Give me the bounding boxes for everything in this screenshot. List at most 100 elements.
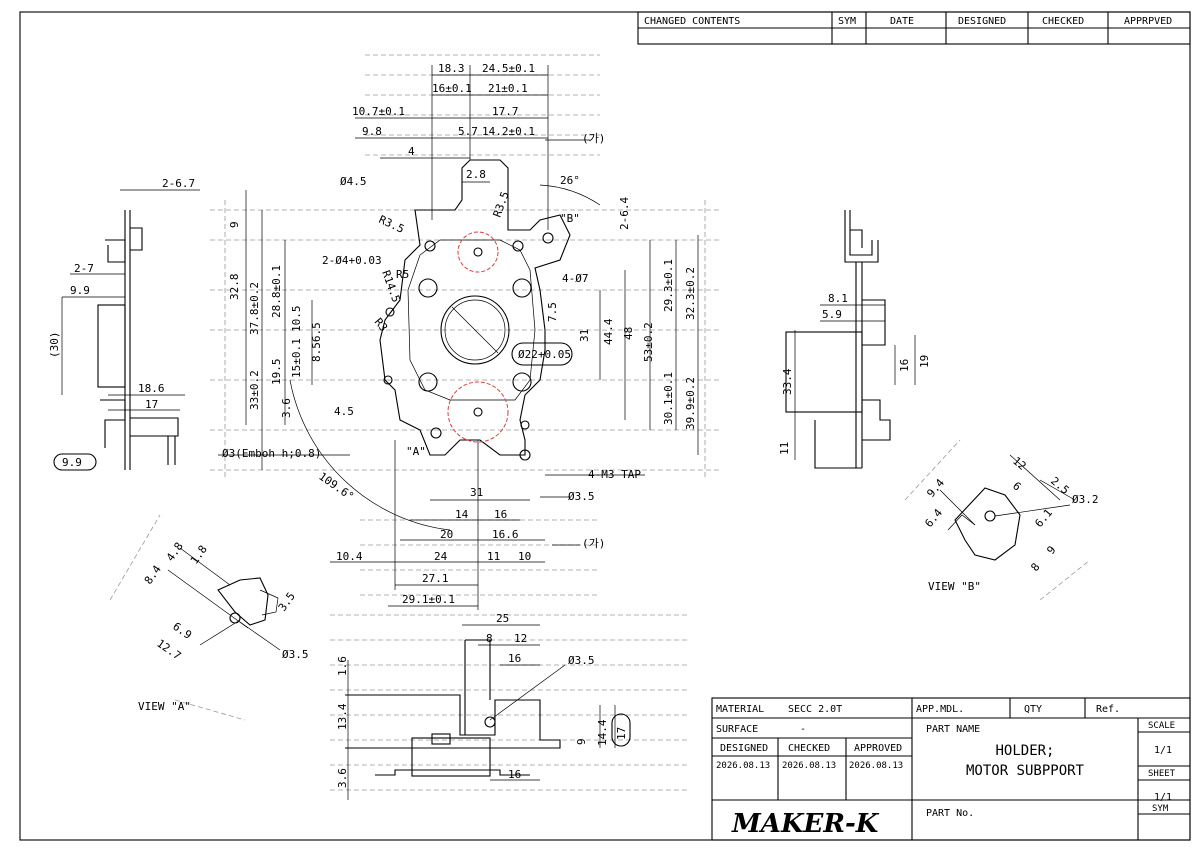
dim-bv-7: 3.6 [336, 768, 349, 788]
dim-ls-5: 17 [145, 398, 158, 411]
ref-label: Ref. [1096, 704, 1120, 715]
right-side-view: 8.1 5.9 33.4 16 19 11 [778, 210, 931, 469]
dim-bot-10: 27.1 [422, 572, 449, 585]
rev-header-date: DATE [890, 16, 914, 27]
dim-rs-2: 33.4 [781, 368, 794, 395]
material-label: MATERIAL [716, 704, 764, 715]
dim-va-2: 8.4 [142, 563, 164, 587]
view-b-label: VIEW "B" [928, 580, 981, 593]
surface-value: - [800, 724, 806, 735]
dim-hole-10: "A" [406, 445, 426, 458]
dim-bot-7: 24 [434, 550, 448, 563]
material-value: SECC 2.0T [788, 704, 842, 715]
designed-label: DESIGNED [720, 743, 768, 754]
main-dimension-lines [218, 65, 699, 610]
rev-header-checked: CHECKED [1042, 16, 1084, 27]
dim-bv-5: 1.6 [336, 656, 349, 676]
rev-header-designed: DESIGNED [958, 16, 1006, 27]
dim-vb-8: 8 [1028, 560, 1042, 573]
checked-date: 2026.08.13 [782, 761, 836, 771]
dim-hole-2: 2-Ø4+0.03 [322, 254, 382, 267]
dim-bv-6: 13.4 [336, 703, 349, 730]
dim-top-5: 17.7 [492, 105, 519, 118]
dim-bot-1: 14 [455, 508, 469, 521]
dim-hole-5: 4-Ø7 [562, 272, 589, 285]
dim-top-14: "B" [560, 212, 580, 225]
dim-bot-5: (가) [582, 537, 605, 550]
dim-hole-7: 7.5 [546, 302, 559, 322]
dim-ls-2: 9.9 [70, 284, 90, 297]
dim-top-9: 4 [408, 145, 415, 158]
dim-lv-6: 15±0.1 [290, 338, 303, 378]
dim-hole-6: Ø22+0.05 [518, 348, 571, 361]
part-name-label: PART NAME [926, 724, 980, 735]
dim-lv-2: 37.8±0.2 [248, 282, 261, 335]
dim-bv-0: 25 [496, 612, 509, 625]
dim-lv-7: 19.5 [270, 359, 283, 386]
scale-value: 1/1 [1154, 745, 1172, 756]
dim-ls-1: 2-7 [74, 262, 94, 275]
extension-lines [109, 54, 1091, 791]
dim-lv-5: 8.56.5 [310, 322, 323, 362]
dim-va-6: Ø3.5 [282, 648, 309, 661]
dim-hole-1: R3.5 [377, 213, 407, 236]
dim-top-13: R3.5 [491, 190, 512, 219]
dim-vb-4: 9.4 [924, 476, 947, 500]
dim-ls-3: (30) [48, 332, 61, 359]
qty-label: QTY [1024, 704, 1042, 715]
dim-rv-2: 48 [622, 327, 635, 340]
dim-ls-4: 18.6 [138, 382, 165, 395]
dim-bv-10: 17 [615, 727, 628, 740]
dim-top-8: 14.2±0.1 [482, 125, 535, 138]
dim-bot-8: 11 [487, 550, 500, 563]
dim-rv-5: 32.3±0.2 [684, 267, 697, 320]
dim-rs-5: 11 [778, 442, 791, 455]
view-b-detail: 12 2.5 6 Ø3.2 9.4 6.4 6.1 9 8 VIEW "B" [922, 454, 1098, 593]
dim-rv-4: 29.3±0.1 [662, 259, 675, 312]
dim-va-4: 6.9 [170, 620, 194, 642]
bottom-view: 25 8 12 16 Ø3.5 1.6 13.4 3.6 9 14.4 17 1… [336, 612, 631, 800]
dim-top-6: 9.8 [362, 125, 382, 138]
dim-ls-0: 2-6.7 [162, 177, 195, 190]
dim-top-11: (가) [582, 132, 605, 145]
dim-bot-2: 16 [494, 508, 507, 521]
dim-va-1: 1.8 [188, 543, 210, 567]
left-side-view: 2-6.7 2-7 9.9 (30) 18.6 17 9.9 [48, 177, 200, 471]
maker-k-logo: MAKER-K [731, 809, 880, 839]
surface-label: SURFACE [716, 724, 758, 735]
sheet-label: SHEET [1148, 769, 1176, 779]
dim-bv-11: 16 [508, 768, 521, 781]
main-plan-view [289, 159, 601, 531]
app-mdl-label: APP.MDL. [916, 704, 964, 715]
view-a-label: VIEW "A" [138, 700, 191, 713]
dim-lv-9: 3.6 [280, 398, 293, 418]
dim-top-15: 2-6.4 [618, 197, 631, 230]
dim-lv-1: 32.8 [228, 274, 241, 301]
dim-lv-4: 10.5 [290, 306, 303, 333]
dim-lv-3: 28.8±0.1 [270, 265, 283, 318]
dim-bot-11: 29.1±0.1 [402, 593, 455, 606]
sheet-border [19, 11, 1191, 841]
dim-hole-11: 4-M3 TAP [588, 468, 641, 481]
dim-bv-3: 16 [508, 652, 521, 665]
dim-bv-9: 14.4 [596, 719, 609, 746]
dim-bv-8: 9 [575, 738, 588, 745]
dim-vb-3: Ø3.2 [1072, 493, 1099, 506]
dim-rv-1: 44.4 [602, 318, 615, 345]
title-block: MATERIAL SECC 2.0T APP.MDL. QTY Ref. SUR… [711, 697, 1191, 841]
dim-rv-0: 31 [578, 329, 591, 342]
checked-label: CHECKED [788, 743, 830, 754]
dim-lv-10: 4.5 [334, 405, 354, 418]
dim-hole-12: Ø3.5 [568, 490, 595, 503]
dim-top-12: 26° [560, 174, 580, 187]
main-dimension-text: 18.3 24.5±0.1 16±0.1 21±0.1 10.7±0.1 17.… [222, 62, 697, 606]
dim-bot-0: 31 [470, 486, 483, 499]
dim-bot-3: 20 [440, 528, 453, 541]
dim-va-0: 4.8 [164, 540, 186, 564]
dim-lv-0: 9 [228, 221, 241, 228]
part-name-line1: HOLDER; [995, 743, 1054, 759]
dim-hole-13: 109.6° [316, 470, 356, 503]
dim-hole-9: Ø3(Emboh h;0.8) [222, 447, 321, 460]
rev-header-contents: CHANGED CONTENTS [644, 16, 740, 27]
